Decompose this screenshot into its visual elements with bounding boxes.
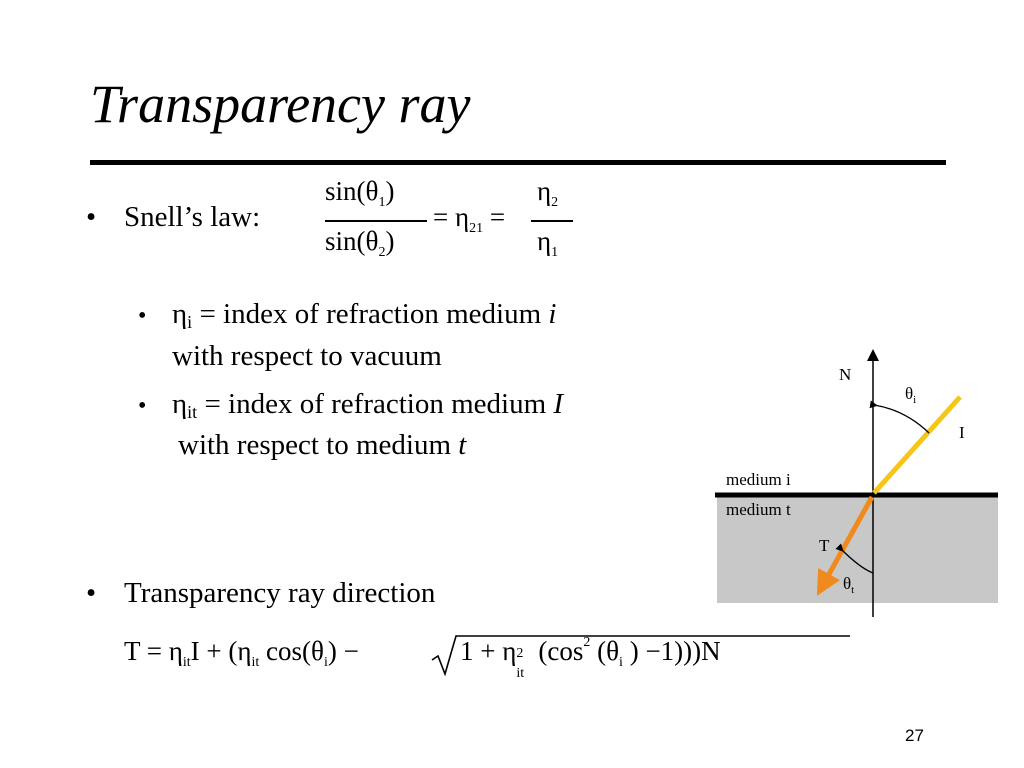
transmitted-ray-label: T	[819, 536, 830, 555]
transmitted-angle-arc	[835, 543, 874, 574]
eta1-denominator: η1	[537, 226, 559, 260]
transmitted-angle-label: θt	[843, 574, 855, 596]
normal-label: N	[839, 365, 852, 384]
slide-title: Transparency ray	[90, 74, 471, 134]
sub-bullet-eta-i: • ηi = index of refraction medium i	[138, 298, 557, 332]
snells-law-label: Snell’s law:	[124, 201, 261, 233]
medium-t-region	[717, 495, 998, 603]
sqrt-sign	[431, 635, 850, 677]
incident-ray-label: I	[959, 423, 965, 442]
ray-direction-label: Transparency ray direction	[124, 577, 436, 609]
title-underline	[90, 160, 946, 165]
diagram-graphics	[715, 349, 998, 617]
bullet-dot: •	[86, 577, 97, 609]
sub-bullet-eta-it: • ηit = index of refraction medium I	[138, 388, 564, 422]
sub-bullet-eta-i-continuation: with respect to vacuum	[172, 340, 442, 372]
snell-middle: = η21 =	[433, 202, 506, 236]
refraction-diagram: N θi I medium i medium t T θt	[715, 345, 1000, 620]
snell-numerator: sin(θ1)	[325, 176, 395, 210]
snell-denominator: sin(θ2)	[325, 226, 395, 260]
snell-fraction-bar	[325, 220, 427, 222]
eta-fraction-bar	[531, 220, 573, 222]
incident-ray	[872, 395, 962, 495]
sub-bullet-eta-it-continuation: with respect to medium t	[178, 429, 467, 461]
bullet-dot: •	[86, 201, 97, 233]
eta2-numerator: η2	[537, 176, 559, 210]
eta-symbol: η	[172, 388, 188, 420]
transmitted-ray	[816, 495, 875, 596]
medium-t-label: medium t	[726, 500, 791, 519]
medium-i-label: medium i	[726, 470, 791, 489]
page-number: 27	[905, 726, 924, 745]
eta-symbol: η	[172, 298, 188, 330]
bullet-dot: •	[138, 303, 147, 329]
incident-angle-label: θi	[905, 384, 917, 406]
bullet-dot: •	[138, 393, 147, 419]
snell-formula: sin(θ1) sin(θ2) = η21 = η2 η1	[325, 176, 595, 268]
incident-angle-arc	[869, 400, 930, 434]
